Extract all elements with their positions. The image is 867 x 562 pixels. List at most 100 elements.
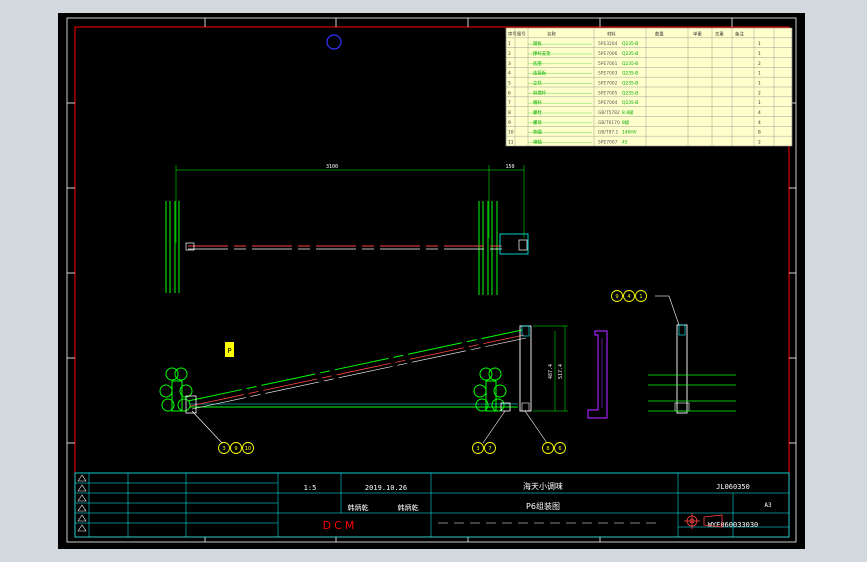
bom-header-cell: 材料 bbox=[607, 30, 616, 37]
bom-cell: 立柱 bbox=[533, 80, 542, 87]
side-view bbox=[648, 295, 736, 414]
company-name: 海天小调味 bbox=[523, 481, 563, 491]
callout-number: 8 bbox=[546, 446, 549, 452]
bom-cell: 7 bbox=[508, 100, 511, 106]
bom-cell: 8 bbox=[508, 110, 511, 116]
sheet-size: A3 bbox=[764, 502, 772, 509]
callout-balloon bbox=[230, 442, 242, 454]
date-value: 2019.10.26 bbox=[365, 484, 407, 492]
bom-cell: Q235-B bbox=[622, 100, 638, 106]
bom-cell: GB/T5782 bbox=[598, 110, 620, 116]
bom-cell: 5PE7005 bbox=[598, 90, 618, 96]
bom-header-cell: 名称 bbox=[547, 30, 556, 37]
callout-number: 7 bbox=[488, 446, 491, 452]
dim-height-a: 487.4 bbox=[548, 364, 554, 379]
projection-symbol-icon bbox=[684, 513, 723, 529]
bom-cell: 5PE3204 bbox=[598, 41, 618, 47]
bom-cell: GB/T97.1 bbox=[598, 130, 619, 136]
right-end-posts bbox=[478, 201, 498, 295]
bom-cell: 连接板 bbox=[533, 70, 547, 77]
left-end-posts bbox=[165, 201, 180, 293]
bom-cell: 10 bbox=[508, 130, 514, 136]
bom-cell: 4 bbox=[758, 110, 761, 116]
bom-cell: 1 bbox=[758, 100, 761, 106]
mid-pivot-block bbox=[500, 402, 511, 412]
callout-balloon bbox=[542, 442, 554, 454]
dim-length-label: 3100 bbox=[326, 164, 338, 170]
bom-header-cell: 单重 bbox=[693, 30, 702, 37]
bom-cell: 垫圈 bbox=[533, 129, 542, 136]
bom-cell: 5PE7002 bbox=[598, 81, 618, 87]
callout-balloon bbox=[611, 290, 623, 302]
callout-balloons: 3 9 10 3 7 8 6 9 4 1 bbox=[218, 290, 647, 454]
callout-balloon bbox=[218, 442, 230, 454]
bom-cell: 1 bbox=[758, 41, 761, 47]
callout-number: 3 bbox=[476, 446, 479, 452]
callout-balloon bbox=[554, 442, 566, 454]
leader-lines bbox=[191, 410, 548, 444]
bom-cell: 8 bbox=[758, 130, 761, 136]
revision-triangles bbox=[77, 474, 87, 532]
left-pivot-block bbox=[185, 395, 197, 414]
callout-number: 4 bbox=[627, 294, 630, 300]
callout-number: 9 bbox=[234, 446, 237, 452]
inclined-beam bbox=[187, 329, 527, 410]
bom-cell: 螺栓 bbox=[533, 109, 542, 116]
callout-number: 1 bbox=[639, 294, 642, 300]
front-view: 487.4 517.4 bbox=[159, 325, 568, 414]
callout-balloon bbox=[635, 290, 647, 302]
bom-cell: 1 bbox=[758, 81, 761, 87]
bom-cell: Q235-B bbox=[622, 90, 638, 96]
right-bracket-box bbox=[499, 233, 529, 255]
column-cap bbox=[521, 325, 530, 337]
bom-cell: 5 bbox=[508, 81, 511, 87]
bom-cell: 底座 bbox=[533, 60, 542, 67]
dim-height-b: 517.4 bbox=[558, 364, 564, 379]
callout-balloon bbox=[472, 442, 484, 454]
top-beam bbox=[188, 245, 508, 250]
height-dimensions: 487.4 517.4 bbox=[533, 325, 568, 412]
part-code: WYE060033030 bbox=[708, 521, 759, 529]
revision-area bbox=[75, 473, 789, 537]
origin-circle-icon bbox=[326, 34, 342, 50]
bom-header-cell: 序号 bbox=[508, 30, 517, 37]
dimension-3100: 3100 150 bbox=[175, 164, 525, 243]
callout-number: 3 bbox=[222, 446, 225, 452]
top-view: 3100 150 bbox=[165, 164, 529, 295]
bom-cell: 3 bbox=[508, 61, 511, 67]
left-caster-assembly bbox=[159, 367, 193, 412]
callout-number: 9 bbox=[615, 294, 618, 300]
bom-cell: 斜撑杆 bbox=[533, 89, 547, 96]
right-caster-assembly bbox=[473, 367, 507, 412]
bom-cell: 撑杆支架 bbox=[533, 50, 551, 57]
bom-cell: Q235-B bbox=[622, 81, 638, 87]
bom-cell: 5PE7003 bbox=[598, 71, 618, 77]
bom-cell: 45 bbox=[622, 140, 628, 146]
bom-cell: 2 bbox=[758, 90, 761, 96]
column-foot bbox=[521, 402, 530, 412]
callout-balloon bbox=[242, 442, 254, 454]
callout-number: 6 bbox=[558, 446, 561, 452]
bom-cell: 1 bbox=[758, 51, 761, 57]
bom-cell: 2 bbox=[758, 61, 761, 67]
signature-1: 韩炳乾 bbox=[348, 503, 369, 512]
bom-header-cell: 备注 bbox=[735, 30, 744, 37]
section-tag: P bbox=[225, 342, 234, 357]
bom-cell: 8级 bbox=[622, 119, 630, 126]
bom-cell: 5PE7006 bbox=[598, 51, 618, 57]
callout-number: 10 bbox=[245, 446, 251, 452]
bom-cell: 销轴 bbox=[533, 139, 542, 146]
zone-ticks bbox=[67, 18, 796, 542]
left-bracket bbox=[185, 242, 195, 251]
dim-offset-label: 150 bbox=[505, 164, 514, 170]
bom-cell: 2 bbox=[508, 51, 511, 57]
bom-cell: 9 bbox=[508, 120, 511, 126]
bom-cell: 11 bbox=[508, 140, 514, 146]
bom-cell: 2 bbox=[758, 140, 761, 146]
bom-cell: 5PE7004 bbox=[598, 100, 618, 106]
bom-header-cell: 总重 bbox=[715, 30, 724, 37]
title-block[interactable]: 1:5 2019.10.26 韩炳乾 韩炳乾 海天小调味 P6组装图 JL060… bbox=[74, 472, 790, 538]
